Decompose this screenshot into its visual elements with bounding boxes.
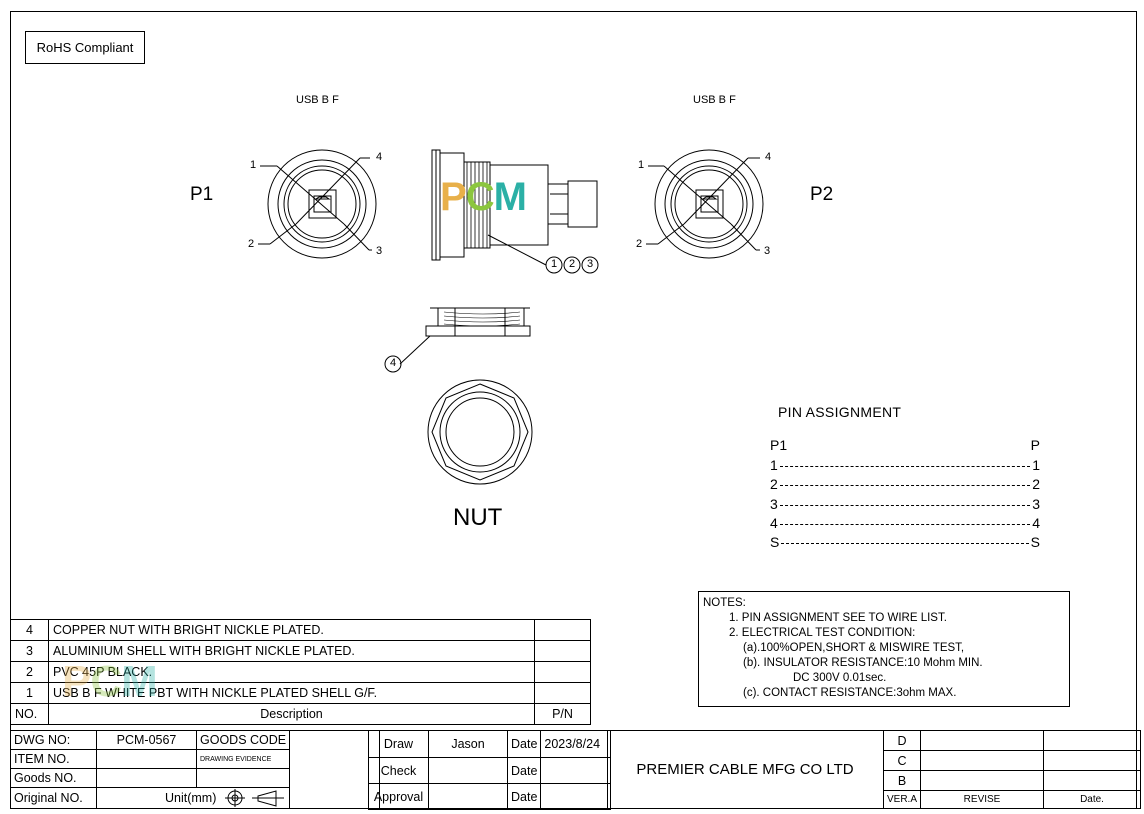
company-cell [607,730,884,809]
part-bubble-1: 1 [551,258,558,270]
pin-callout-4-right: 4 [765,151,772,163]
note-line: (c). CONTACT RESISTANCE:3ohm MAX. [743,687,957,699]
rohs-badge: RoHS Compliant [25,31,145,64]
pin-assignment-title: PIN ASSIGNMENT [778,404,902,420]
port-label-p2: P2 [810,184,834,205]
port-label-p1: P1 [190,184,214,205]
pcm-logo-watermark: PCM [440,175,527,219]
note-line: 2. ELECTRICAL TEST CONDITION: [729,627,916,639]
note-line: 1. PIN ASSIGNMENT SEE TO WIRE LIST. [729,612,947,624]
table-row: 3 ALUMINIUM SHELL WITH BRIGHT NICKLE PLA… [10,640,591,662]
title-block-approvals: Draw Jason Date 2023/8/24 Check Date App… [368,730,612,810]
part-bubble-4: 4 [390,357,397,369]
notes-title: NOTES: [703,597,746,609]
note-line: DC 300V 0.01sec. [793,672,887,684]
table-row: 4 COPPER NUT WITH BRIGHT NICKLE PLATED. [10,619,591,641]
front-view-p2 [646,149,764,259]
note-line: (a).100%OPEN,SHORT & MISWIRE TEST, [743,642,965,654]
pin-callout-3-right: 3 [764,245,771,257]
pin-assignment-header: P1 P [770,437,1040,453]
notes-box: NOTES: 1. PIN ASSIGNMENT SEE TO WIRE LIS… [698,591,1070,707]
pin-callout-1-left: 1 [250,159,257,171]
company-name: PREMIER CABLE MFG CO LTD [636,761,854,778]
nut-side-view [399,307,531,365]
note-line: (b). INSULATOR RESISTANCE:10 Mohm MIN. [743,657,983,669]
revision-block: D C B VER.A REVISE Date. [882,730,1142,809]
connector-label-left: USB B F [296,94,339,106]
part-bubble-2: 2 [569,258,576,270]
part-bubble-3: 3 [587,258,594,270]
nut-label: NUT [453,504,503,531]
pin-callout-1-right: 1 [638,159,645,171]
nut-front-view [427,379,533,485]
pcm-logo-watermark-faded: PCM [62,657,158,706]
connector-label-right: USB B F [693,94,736,106]
side-view [431,149,598,266]
pin-callout-3-left: 3 [376,245,383,257]
table-header-row: NO. Description P/N [10,703,591,725]
pin-callout-2-left: 2 [248,238,255,250]
pin-callout-4-left: 4 [376,151,383,163]
table-row: 2 PVC 45P BLACK. [10,661,591,683]
pin-callout-2-right: 2 [636,238,643,250]
parts-table: 4 COPPER NUT WITH BRIGHT NICKLE PLATED. … [10,619,591,725]
title-block-left: DWG NO: PCM-0567 GOODS CODE ITEM NO. DRA… [10,730,381,809]
front-view-p1 [258,149,377,259]
